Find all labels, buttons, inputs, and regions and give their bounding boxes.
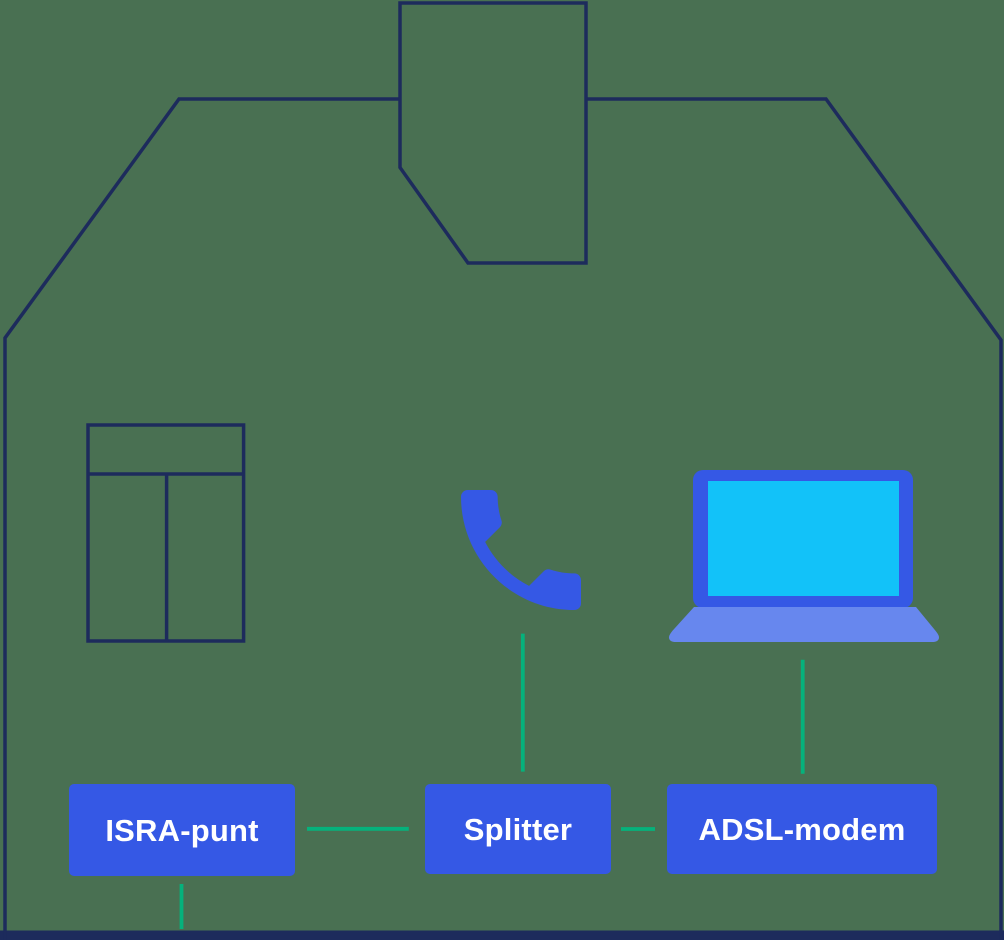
laptop-base <box>669 607 939 642</box>
window-panes <box>88 472 244 641</box>
floor-line <box>0 930 1004 940</box>
node-isra-punt-label: ISRA-punt <box>105 812 259 848</box>
laptop-icon <box>669 470 939 642</box>
node-splitter-label: Splitter <box>463 811 573 847</box>
node-adsl-modem: ADSL-modem <box>667 784 937 874</box>
node-splitter: Splitter <box>425 784 611 874</box>
house-outline <box>3 97 1003 940</box>
chimney <box>398 1 588 265</box>
window <box>86 423 246 643</box>
phone-icon <box>461 490 582 611</box>
laptop-screen <box>708 481 899 596</box>
node-adsl-modem-label: ADSL-modem <box>698 811 906 847</box>
node-isra-punt: ISRA-punt <box>69 784 295 876</box>
connectors <box>179 633 805 929</box>
